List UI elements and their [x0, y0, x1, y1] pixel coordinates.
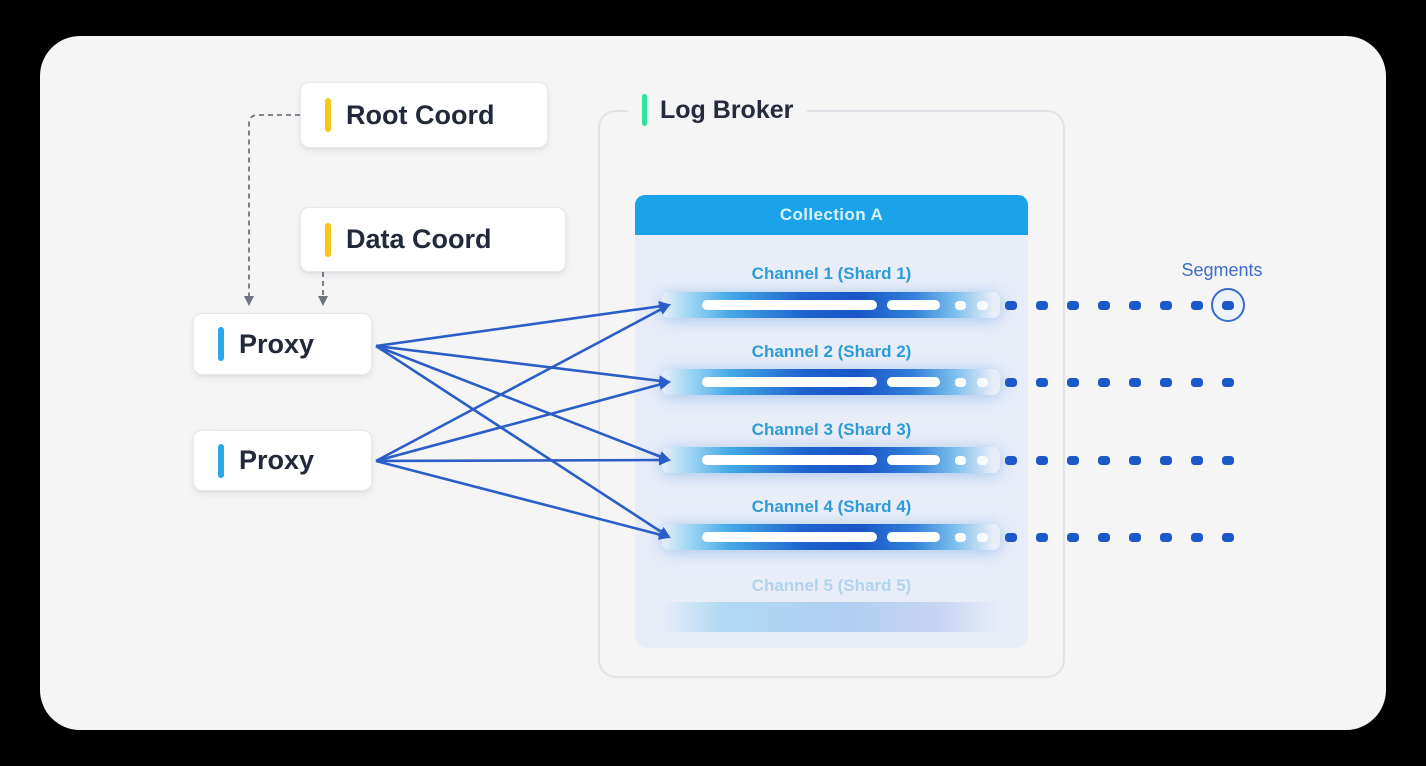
proxy-2-node: Proxy: [193, 430, 372, 491]
segment-dot: [1191, 377, 1203, 387]
channel-3-segments: [1005, 443, 1234, 477]
segment-ring: [1211, 288, 1245, 322]
segment-dot: [1098, 532, 1110, 542]
message-dot: [955, 300, 966, 310]
message-dot: [955, 455, 966, 465]
channel-3-bar: [662, 447, 1000, 473]
data-coord-label: Data Coord: [346, 224, 492, 254]
channel-4-segments: [1005, 520, 1234, 554]
segment-dot: [1129, 377, 1141, 387]
diagram-card: Root Coord Data Coord Proxy Proxy Log Br…: [40, 36, 1386, 730]
collection-header: Collection A: [635, 195, 1028, 235]
root-coord-accent-bar: [325, 98, 331, 132]
channel-5-bar: [662, 602, 1000, 632]
channel-5-label: Channel 5 (Shard 5): [751, 576, 912, 595]
segment-dot: [1191, 300, 1203, 310]
data-coord-accent-bar: [325, 222, 331, 257]
message-dot: [977, 532, 988, 542]
channel-2-label: Channel 2 (Shard 2): [751, 342, 912, 361]
segment-dot: [1191, 455, 1203, 465]
segment-dot: [1067, 300, 1079, 310]
segment-dot: [1036, 455, 1048, 465]
segment-dot: [1191, 532, 1203, 542]
channel-1-label: Channel 1 (Shard 1): [751, 264, 912, 283]
segment-dot: [1005, 532, 1017, 542]
message-pill: [887, 455, 940, 465]
segment-dot: [1098, 377, 1110, 387]
segment-dot: [1036, 532, 1048, 542]
segment-dot: [1098, 455, 1110, 465]
proxy-2-accent-bar: [218, 443, 224, 478]
message-pill: [887, 377, 940, 387]
message-pill: [887, 532, 940, 542]
channel-3-label: Channel 3 (Shard 3): [751, 420, 912, 439]
message-dot: [977, 455, 988, 465]
segment-dot: [1067, 532, 1079, 542]
segment-dot: [1129, 532, 1141, 542]
channel-2-bar: [662, 369, 1000, 395]
segment-dot: [1160, 377, 1172, 387]
rootcoord-proxy-arrow: [244, 114, 300, 306]
proxy-1-node: Proxy: [193, 313, 372, 375]
segments-caption: Segments: [1181, 260, 1263, 280]
segment-dot: [1129, 300, 1141, 310]
segment-dot: [1005, 455, 1017, 465]
message-dot: [977, 300, 988, 310]
segment-dot: [1160, 455, 1172, 465]
log-broker-title: Log Broker: [628, 89, 808, 131]
channel-1-segments: [1005, 288, 1245, 322]
proxy-1-accent-bar: [218, 327, 224, 361]
channel-4-bar: [662, 524, 1000, 550]
segment-dot: [1036, 377, 1048, 387]
segment-dot: [1005, 300, 1017, 310]
segment-dot: [1160, 532, 1172, 542]
segment-dot: [1129, 455, 1141, 465]
segment-dot: [1036, 300, 1048, 310]
message-dot: [977, 377, 988, 387]
proxy-1-label: Proxy: [239, 328, 315, 359]
message-pill: [702, 300, 877, 310]
message-pill: [702, 455, 877, 465]
channel-2-segments: [1005, 365, 1234, 399]
channel-4-label: Channel 4 (Shard 4): [751, 497, 912, 516]
proxy-2-label: Proxy: [239, 445, 315, 475]
segment-dot: [1222, 377, 1234, 387]
log-broker-accent-bar: [642, 94, 647, 126]
segment-dot: [1098, 300, 1110, 310]
segment-dot: [1222, 300, 1234, 310]
root-coord-node: Root Coord: [300, 82, 548, 148]
message-pill: [702, 532, 877, 542]
segment-dot: [1067, 377, 1079, 387]
message-dot: [955, 532, 966, 542]
message-pill: [887, 300, 940, 310]
data-coord-node: Data Coord: [300, 207, 566, 272]
segment-dot: [1222, 455, 1234, 465]
message-dot: [955, 377, 966, 387]
segment-dot: [1222, 532, 1234, 542]
segment-dot: [1160, 300, 1172, 310]
message-pill: [702, 377, 877, 387]
log-broker-label: Log Broker: [660, 95, 794, 124]
channel-1-bar: [662, 292, 1000, 318]
root-coord-label: Root Coord: [346, 99, 495, 130]
segment-dot: [1005, 377, 1017, 387]
segment-dot: [1067, 455, 1079, 465]
